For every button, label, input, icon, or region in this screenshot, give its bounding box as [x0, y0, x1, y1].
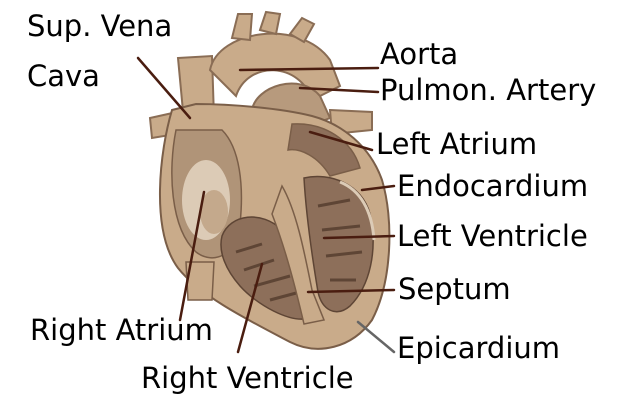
- label-left-ventricle: Left Ventricle: [397, 222, 588, 251]
- label-pulmon-artery: Pulmon. Artery: [380, 76, 596, 105]
- aortic-branch-1: [232, 14, 252, 40]
- leader-epicardium: [358, 322, 394, 352]
- label-right-atrium: Right Atrium: [30, 316, 213, 345]
- label-septum: Septum: [398, 275, 511, 304]
- label-endocardium: Endocardium: [397, 172, 588, 201]
- label-epicardium: Epicardium: [397, 334, 560, 363]
- aortic-branch-2: [260, 12, 280, 34]
- label-sup-vena-cava-line1: Sup. Vena: [27, 12, 172, 41]
- label-sup-vena-cava-line2: Cava: [27, 62, 100, 91]
- label-right-ventricle: Right Ventricle: [141, 364, 354, 393]
- label-aorta: Aorta: [380, 40, 458, 69]
- label-left-atrium: Left Atrium: [376, 130, 537, 159]
